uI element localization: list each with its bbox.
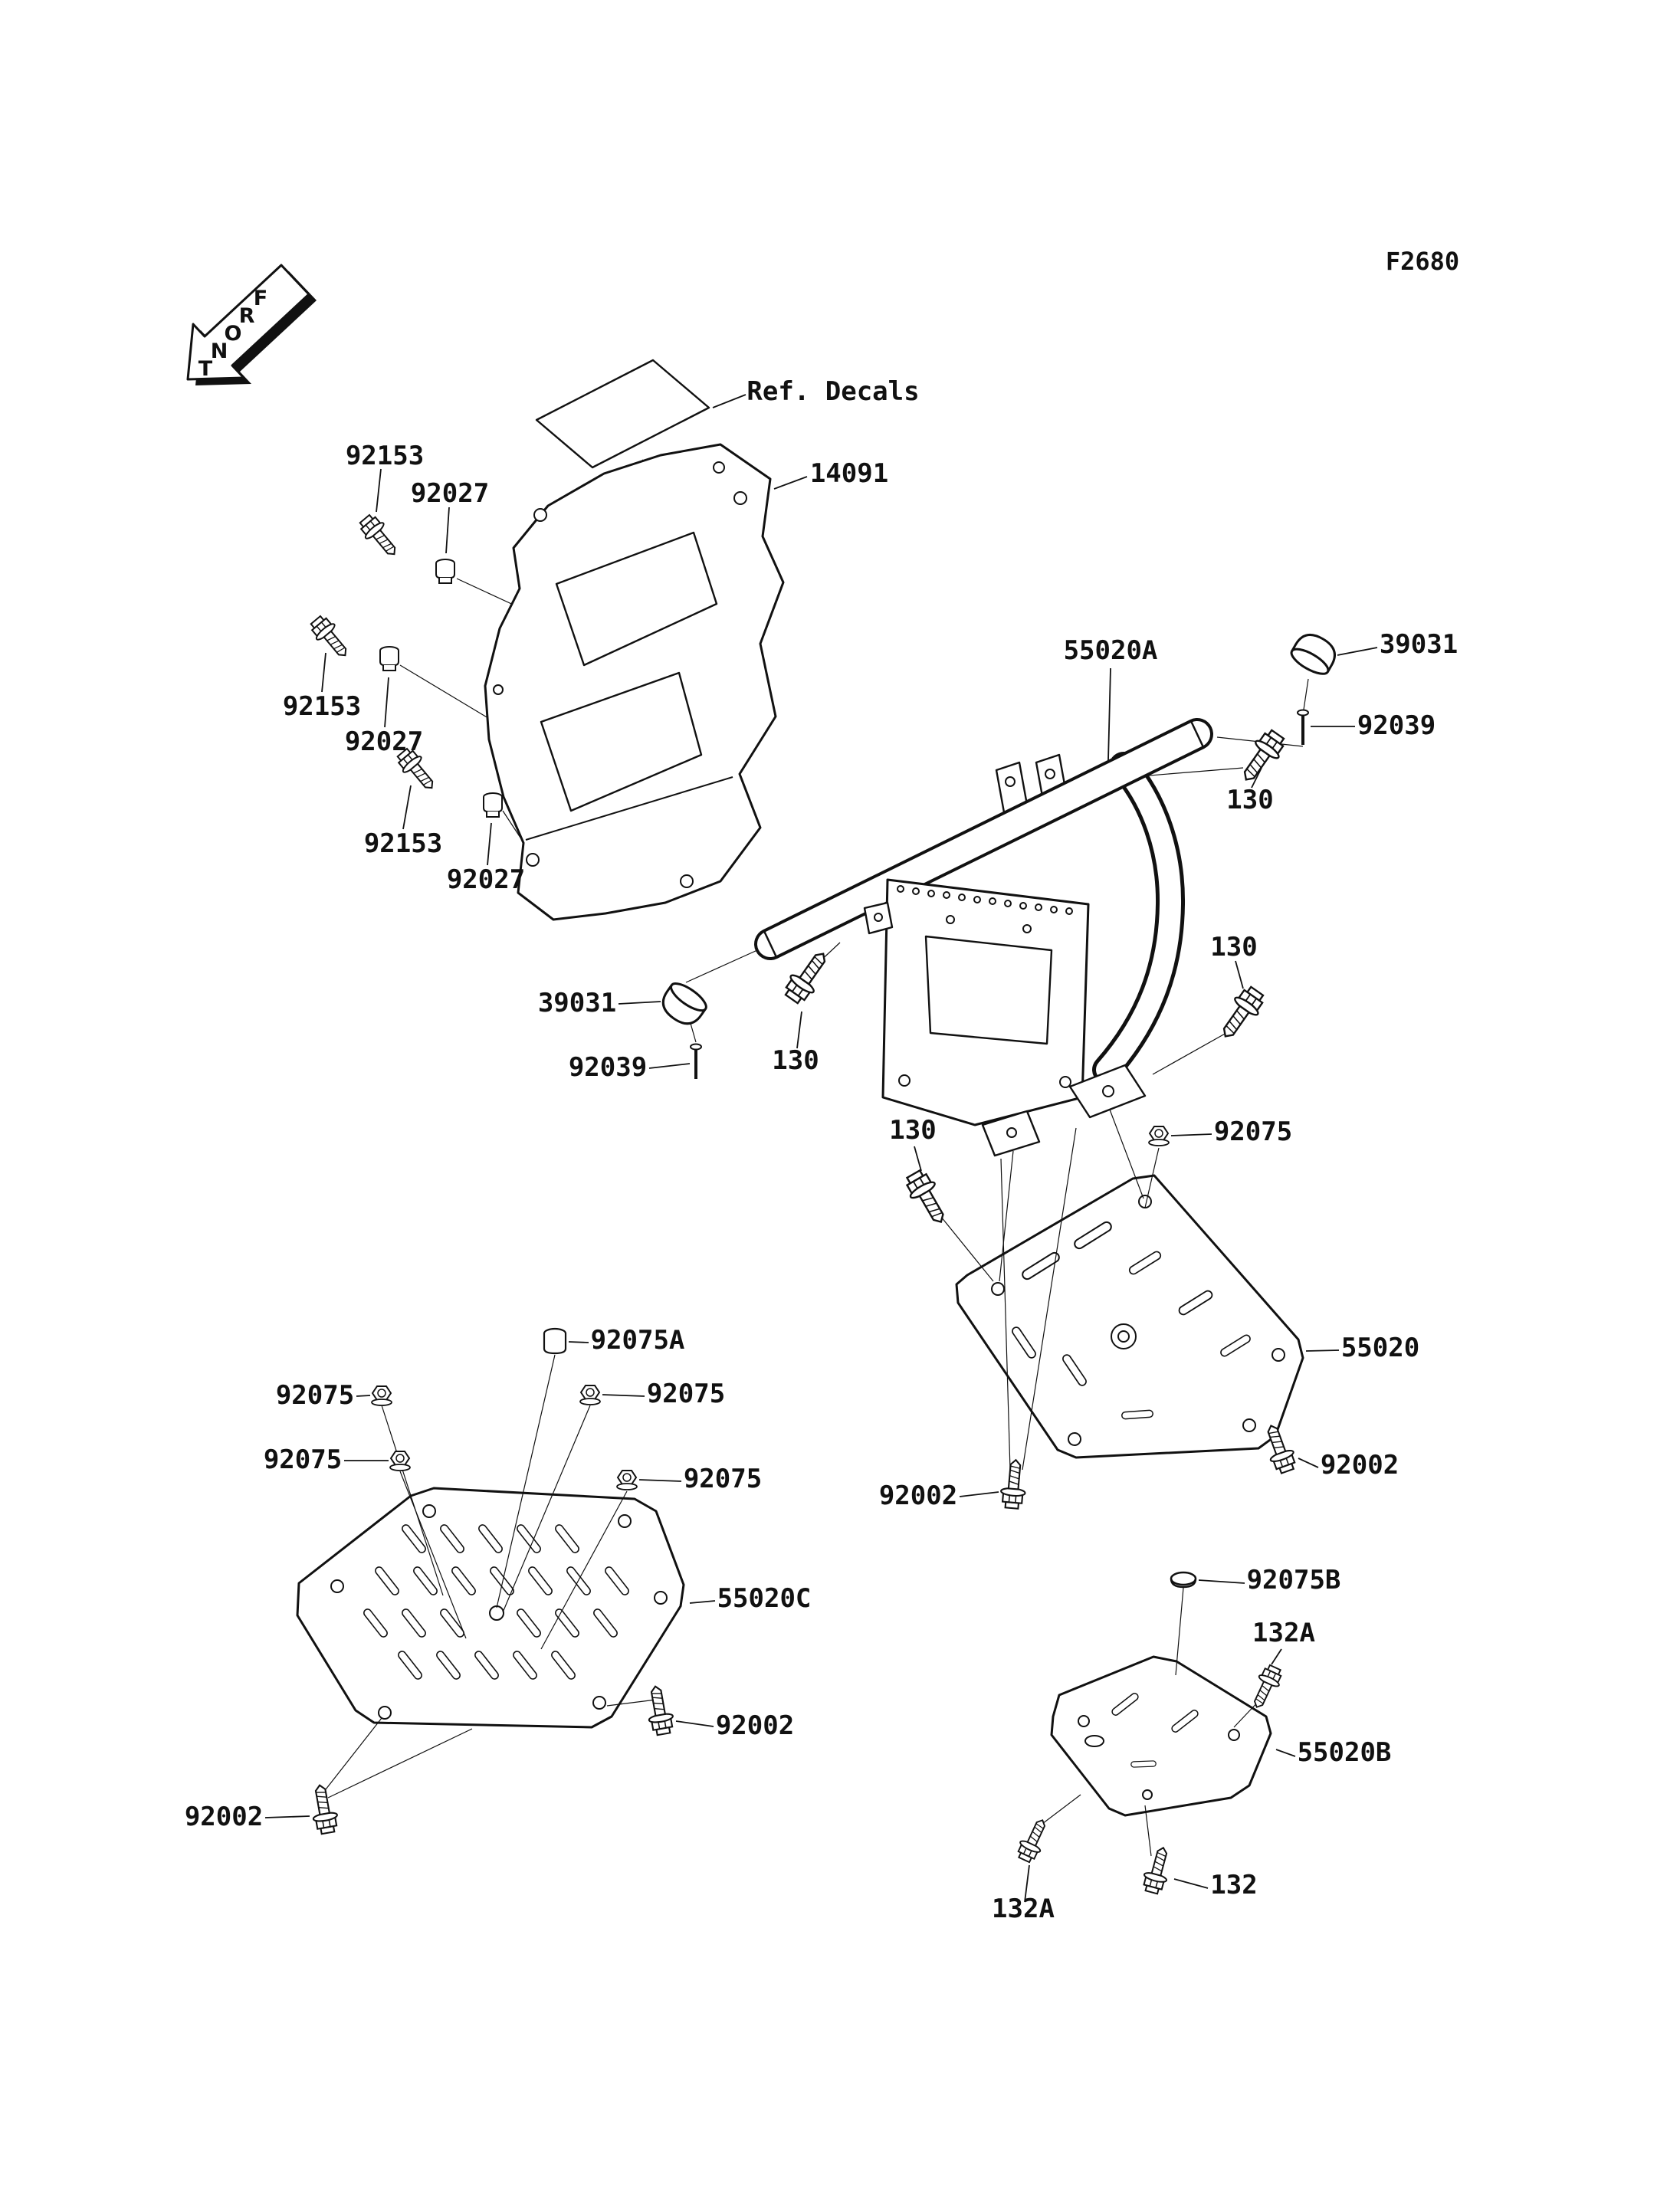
- bracket-perforations: [897, 885, 1073, 915]
- pin-92039-icon: [1296, 708, 1310, 746]
- plug-92075B-icon: [1170, 1571, 1197, 1589]
- leader-lines: [264, 394, 1378, 1903]
- bolt-92002-icon: [999, 1458, 1029, 1510]
- figure-code: F2680: [1386, 247, 1459, 276]
- bolt-132-icon: [1139, 1844, 1176, 1897]
- cap-39031-icon: [1287, 627, 1342, 680]
- callout-92075B: 92075B: [1247, 1565, 1341, 1595]
- decal-sheet: [535, 359, 710, 469]
- callout-92002-right: 92002: [1321, 1450, 1399, 1481]
- collar-92075A-icon: [543, 1327, 567, 1355]
- callout-14091: 14091: [810, 458, 888, 489]
- part-55020C-skid-plate: [296, 1487, 685, 1729]
- callout-92002-mid: 92002: [879, 1481, 957, 1511]
- callout-130-lower: 130: [889, 1115, 936, 1146]
- callout-92153-3: 92153: [364, 828, 442, 859]
- screw-92153-icon: [355, 510, 404, 562]
- pin-92039-icon: [689, 1042, 703, 1080]
- part-55020-skid-plate: [955, 1174, 1304, 1459]
- bolt-130-icon: [1233, 725, 1291, 789]
- bolt-92002-icon: [642, 1683, 677, 1737]
- callout-55020A: 55020A: [1064, 635, 1158, 666]
- nut-92075-icon: [579, 1385, 601, 1405]
- callout-92039-left: 92039: [569, 1052, 647, 1083]
- callout-92075A: 92075A: [591, 1325, 685, 1356]
- callout-92075-right: 92075: [1214, 1117, 1292, 1147]
- callout-92075-c: 92075: [264, 1444, 342, 1475]
- screw-132A-icon: [1013, 1815, 1054, 1865]
- nut-92075-icon: [1148, 1126, 1170, 1146]
- callout-92027-2: 92027: [345, 726, 423, 757]
- callout-132A-lower: 132A: [992, 1894, 1055, 1924]
- nut-92075-icon: [616, 1470, 638, 1490]
- damper-92027-icon: [435, 559, 455, 584]
- part-55020B-skid-plate: [1050, 1655, 1272, 1817]
- nut-92075-icon: [371, 1385, 392, 1406]
- screw-92153-icon: [306, 612, 355, 664]
- callout-92027-1: 92027: [411, 478, 489, 509]
- callout-92075-d: 92075: [684, 1464, 762, 1494]
- nut-92075-icon: [389, 1451, 411, 1471]
- callout-labels: 92153 92027 92153 92027 92153 92027 1409…: [185, 441, 1458, 1924]
- callout-92075-a: 92075: [276, 1380, 354, 1411]
- screw-132A-icon: [1245, 1662, 1286, 1713]
- callout-132: 132: [1210, 1870, 1257, 1900]
- callout-92002-far-left: 92002: [185, 1802, 263, 1832]
- damper-92027-icon: [483, 792, 503, 818]
- callout-55020C: 55020C: [717, 1583, 812, 1614]
- callout-92153-1: 92153: [346, 441, 424, 471]
- ref-decals-label: Ref. Decals: [746, 376, 919, 407]
- cap-39031-icon: [655, 977, 711, 1031]
- callout-39031-right: 39031: [1380, 629, 1458, 660]
- callout-130-center: 130: [772, 1045, 819, 1076]
- bolt-92002-icon: [307, 1782, 341, 1836]
- callout-92039-right: 92039: [1357, 710, 1436, 741]
- callout-130-right-top: 130: [1226, 785, 1273, 815]
- construction-lines: [320, 459, 1309, 1857]
- callout-55020: 55020: [1341, 1333, 1419, 1363]
- damper-92027-icon: [379, 646, 399, 671]
- callout-92153-2: 92153: [283, 691, 361, 722]
- callout-130-right-mid: 130: [1210, 932, 1257, 962]
- part-55020A-guard-frame: [754, 718, 1213, 1157]
- callout-92027-3: 92027: [447, 864, 525, 895]
- callout-92002-center-bottom: 92002: [716, 1710, 794, 1741]
- bolt-130-icon: [901, 1166, 954, 1230]
- front-arrow-body: [186, 264, 310, 381]
- callout-92075-b: 92075: [647, 1379, 725, 1409]
- part-14091-guard-cover: [484, 443, 785, 921]
- callout-132A-upper: 132A: [1252, 1618, 1315, 1648]
- callout-55020B: 55020B: [1298, 1737, 1392, 1768]
- callout-39031-left: 39031: [538, 988, 616, 1018]
